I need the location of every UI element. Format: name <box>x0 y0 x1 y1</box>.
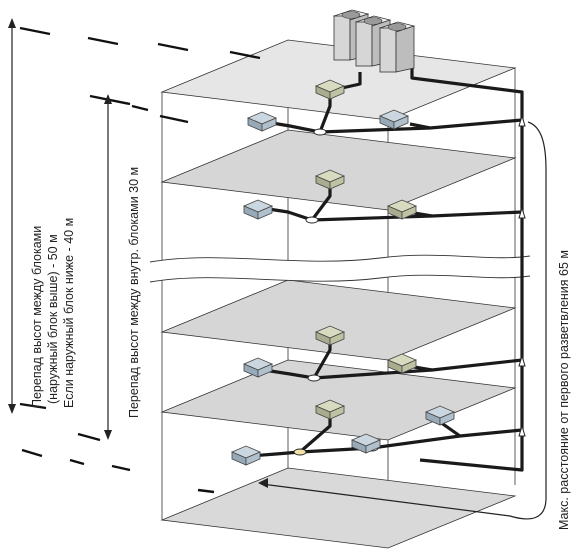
floor-3 <box>160 359 517 441</box>
building-break <box>149 254 531 283</box>
outdoor-height-label-line2: (наружный блок выше) - 50 м <box>46 234 60 404</box>
max-distance-label: Макс. расстояние от первого разветвления… <box>557 250 571 530</box>
floor-roof <box>160 39 517 121</box>
vrf-outdoor-unit-icon <box>332 9 416 73</box>
branch-markers <box>293 115 526 456</box>
cassette-indoor-unit-icon <box>231 445 261 466</box>
cassette-indoor-unit-icon <box>243 199 273 220</box>
floor-2 <box>160 279 517 361</box>
cassette-indoor-unit-icon <box>247 111 277 132</box>
outdoor-height-label-line1: Перепад высот между блоками <box>30 226 44 408</box>
dimension-arrows <box>8 18 547 520</box>
floor-1 <box>160 129 517 211</box>
floor-ground <box>160 467 517 549</box>
indoor-height-label: Перепад высот между внутр. блоками 30 м <box>127 167 141 418</box>
outdoor-height-label-line3: Если наружный блок ниже - 40 м <box>62 218 76 408</box>
